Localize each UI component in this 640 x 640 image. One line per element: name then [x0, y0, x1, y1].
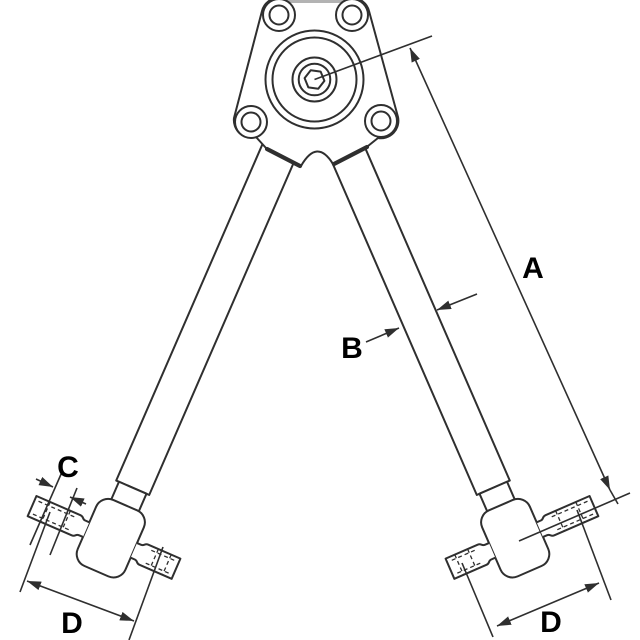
dimension-c: C [29, 451, 87, 556]
right-short-stud [444, 542, 496, 580]
left-long-stud [26, 495, 90, 538]
thread-runout-dash [161, 554, 172, 576]
bolt-holes [234, 0, 398, 139]
dim-c-arrow-1 [35, 476, 54, 488]
dim-a-line [409, 47, 611, 491]
thread-runout-dash [454, 554, 465, 576]
right-arm-assembly [329, 142, 600, 580]
right-long-stud [536, 495, 600, 538]
thread-runout-dash [149, 548, 160, 570]
dim-b-arrow-right [436, 293, 478, 311]
right-arm-tube [329, 142, 511, 496]
dim-a-leader-bottom [518, 492, 631, 542]
dim-b-arrow-left [365, 327, 400, 343]
thread-runout-dash [466, 548, 477, 570]
dimension-d-left: D [19, 511, 164, 640]
left-arm-tube [115, 142, 297, 496]
label-c: C [57, 451, 79, 484]
label-a: A [522, 252, 544, 285]
dim-dl-ext-2 [128, 546, 164, 640]
left-arm-assembly [26, 142, 297, 580]
dim-a-overshoot [609, 489, 619, 505]
label-d-left: D [61, 607, 83, 640]
left-short-stud [130, 542, 182, 580]
thread-dash [145, 562, 172, 575]
dim-dr-line [496, 582, 600, 627]
dimension-d-right: D [461, 509, 612, 639]
label-b: B [341, 332, 363, 365]
dim-dl-ext-1 [19, 511, 51, 593]
dim-dl-line [26, 580, 135, 622]
dim-dr-ext-2 [576, 509, 612, 601]
bolt-hole [268, 4, 290, 26]
dimension-b: B [341, 293, 478, 365]
dim-dr-ext-1 [461, 562, 494, 638]
bolt-hole [341, 4, 363, 26]
dimension-a: A [314, 35, 631, 542]
dim-c-arrow-2 [69, 496, 87, 507]
dim-a-leader-top [314, 35, 433, 81]
bolt-hole [240, 111, 262, 133]
weld-seam-right [331, 144, 370, 167]
thread-runout-dash [555, 510, 566, 532]
dim-c-ext-1 [29, 471, 63, 546]
thread-dash [454, 562, 481, 575]
bolt-hole [370, 110, 392, 132]
label-d-right: D [540, 606, 562, 639]
weld-seam-left [264, 146, 303, 169]
